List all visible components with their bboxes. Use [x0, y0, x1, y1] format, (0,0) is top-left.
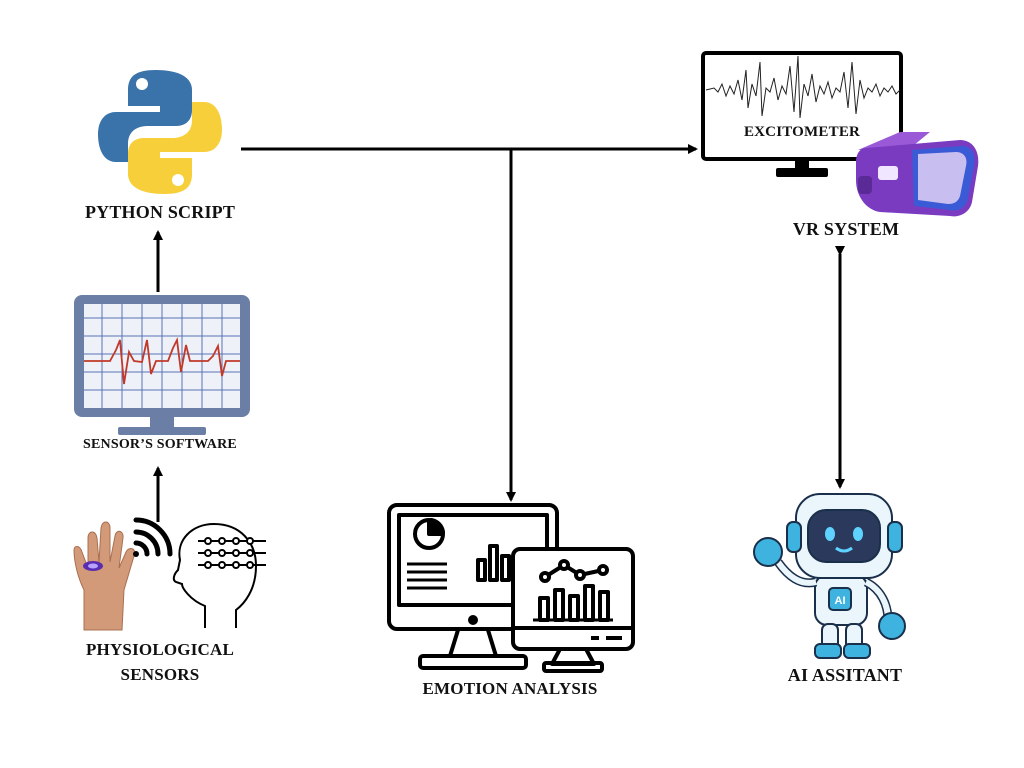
vr-headset-icon: [856, 132, 979, 217]
physiological-sensors-label-line2: SENSORS: [120, 665, 200, 684]
hand-ring-sensor-icon: [73, 521, 136, 631]
analytics-dashboard-icon: [387, 503, 635, 673]
physiological-sensors-label-line1: PHYSIOLOGICAL: [85, 640, 235, 659]
monitor-waveform-icon: [74, 295, 250, 435]
python-script-label: PYTHON SCRIPT: [84, 202, 236, 222]
vr-system-label: VR SYSTEM: [792, 219, 900, 239]
head-eeg-icon: [172, 522, 266, 628]
python-logo-icon: [98, 70, 222, 194]
connectors: [153, 144, 845, 522]
ai-assistant-label: AI ASSITANT: [787, 665, 903, 685]
robot-ai-badge: AI: [835, 595, 846, 607]
excitometer-label: EXCITOMETER: [743, 124, 861, 140]
emotion-analysis-label: EMOTION ANALYSIS: [422, 679, 598, 698]
wireless-signal-icon: [133, 517, 173, 557]
robot-assistant-icon: [753, 493, 906, 659]
sensors-software-label: SENSOR’S SOFTWARE: [83, 437, 237, 452]
monitor-signal-icon: [701, 51, 903, 177]
